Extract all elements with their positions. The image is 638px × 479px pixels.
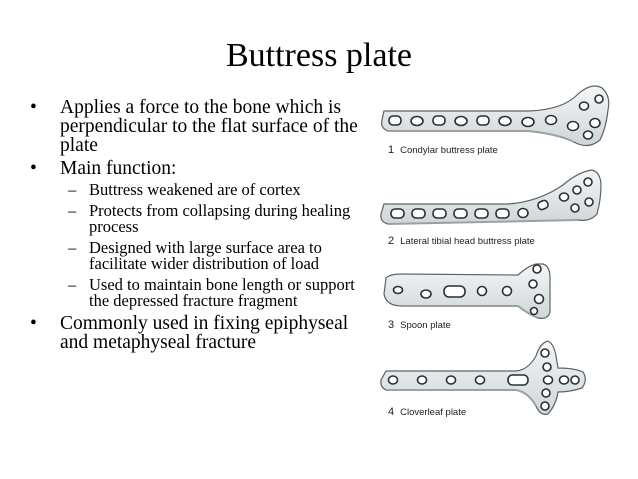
bullet-item: • Main function: [30,158,375,179]
bullet-marker: • [30,97,37,118]
dash-marker: – [68,201,77,220]
caption-label: Lateral tibial head buttress plate [400,236,535,247]
bullet-text: Main function: [60,158,177,179]
sub-bullet-item: – Buttress weakened are of cortex [30,180,375,199]
spoon-plate [383,263,551,319]
caption-number: 4 [388,406,395,418]
bullet-text: Applies a force to the bone which is per… [60,97,358,156]
plate-caption: 2 Lateral tibial head buttress plate [388,235,535,247]
dash-marker: – [68,275,77,294]
plate-caption: 3 Spoon plate [388,319,451,331]
dash-marker: – [68,238,77,257]
bullet-item: • Applies a force to the bone which is p… [30,97,375,156]
cloverleaf-plate [380,340,586,415]
caption-number: 1 [388,144,395,156]
sub-bullet-text: Protects from collapsing during healing … [89,201,351,236]
plate-caption: 1 Condylar buttress plate [388,144,498,156]
plates-drawing [380,85,610,415]
dash-marker: – [68,180,77,199]
caption-label: Spoon plate [400,320,451,331]
sub-bullet-text: Designed with large surface area to faci… [89,238,322,273]
sub-bullet-item: – Designed with large surface area to fa… [30,238,375,273]
slide-title: Buttress plate [225,37,413,74]
bullet-item: • Commonly used in fixing epiphyseal and… [30,313,375,353]
sub-bullet-text: Buttress weakened are of cortex [89,180,301,199]
caption-number: 2 [388,235,395,247]
bullet-marker: • [30,158,37,179]
condylar-buttress-plate [381,85,610,147]
caption-label: Condylar buttress plate [400,145,498,156]
bullet-list: • Applies a force to the bone which is p… [30,98,375,356]
caption-number: 3 [388,319,395,331]
bullet-text: Commonly used in fixing epiphyseal and m… [60,313,349,353]
sub-bullet-text: Used to maintain bone length or support … [89,275,355,310]
plate-caption: 4 Cloverleaf plate [388,406,466,418]
lateral-tibial-head-buttress-plate [380,169,602,225]
bullet-marker: • [30,313,37,334]
sub-bullet-item: – Protects from collapsing during healin… [30,201,375,236]
caption-label: Cloverleaf plate [400,407,467,418]
sub-bullet-item: – Used to maintain bone length or suppor… [30,275,375,310]
plate-illustration: 1 Condylar buttress plate 2 Lateral tibial… [378,80,618,435]
